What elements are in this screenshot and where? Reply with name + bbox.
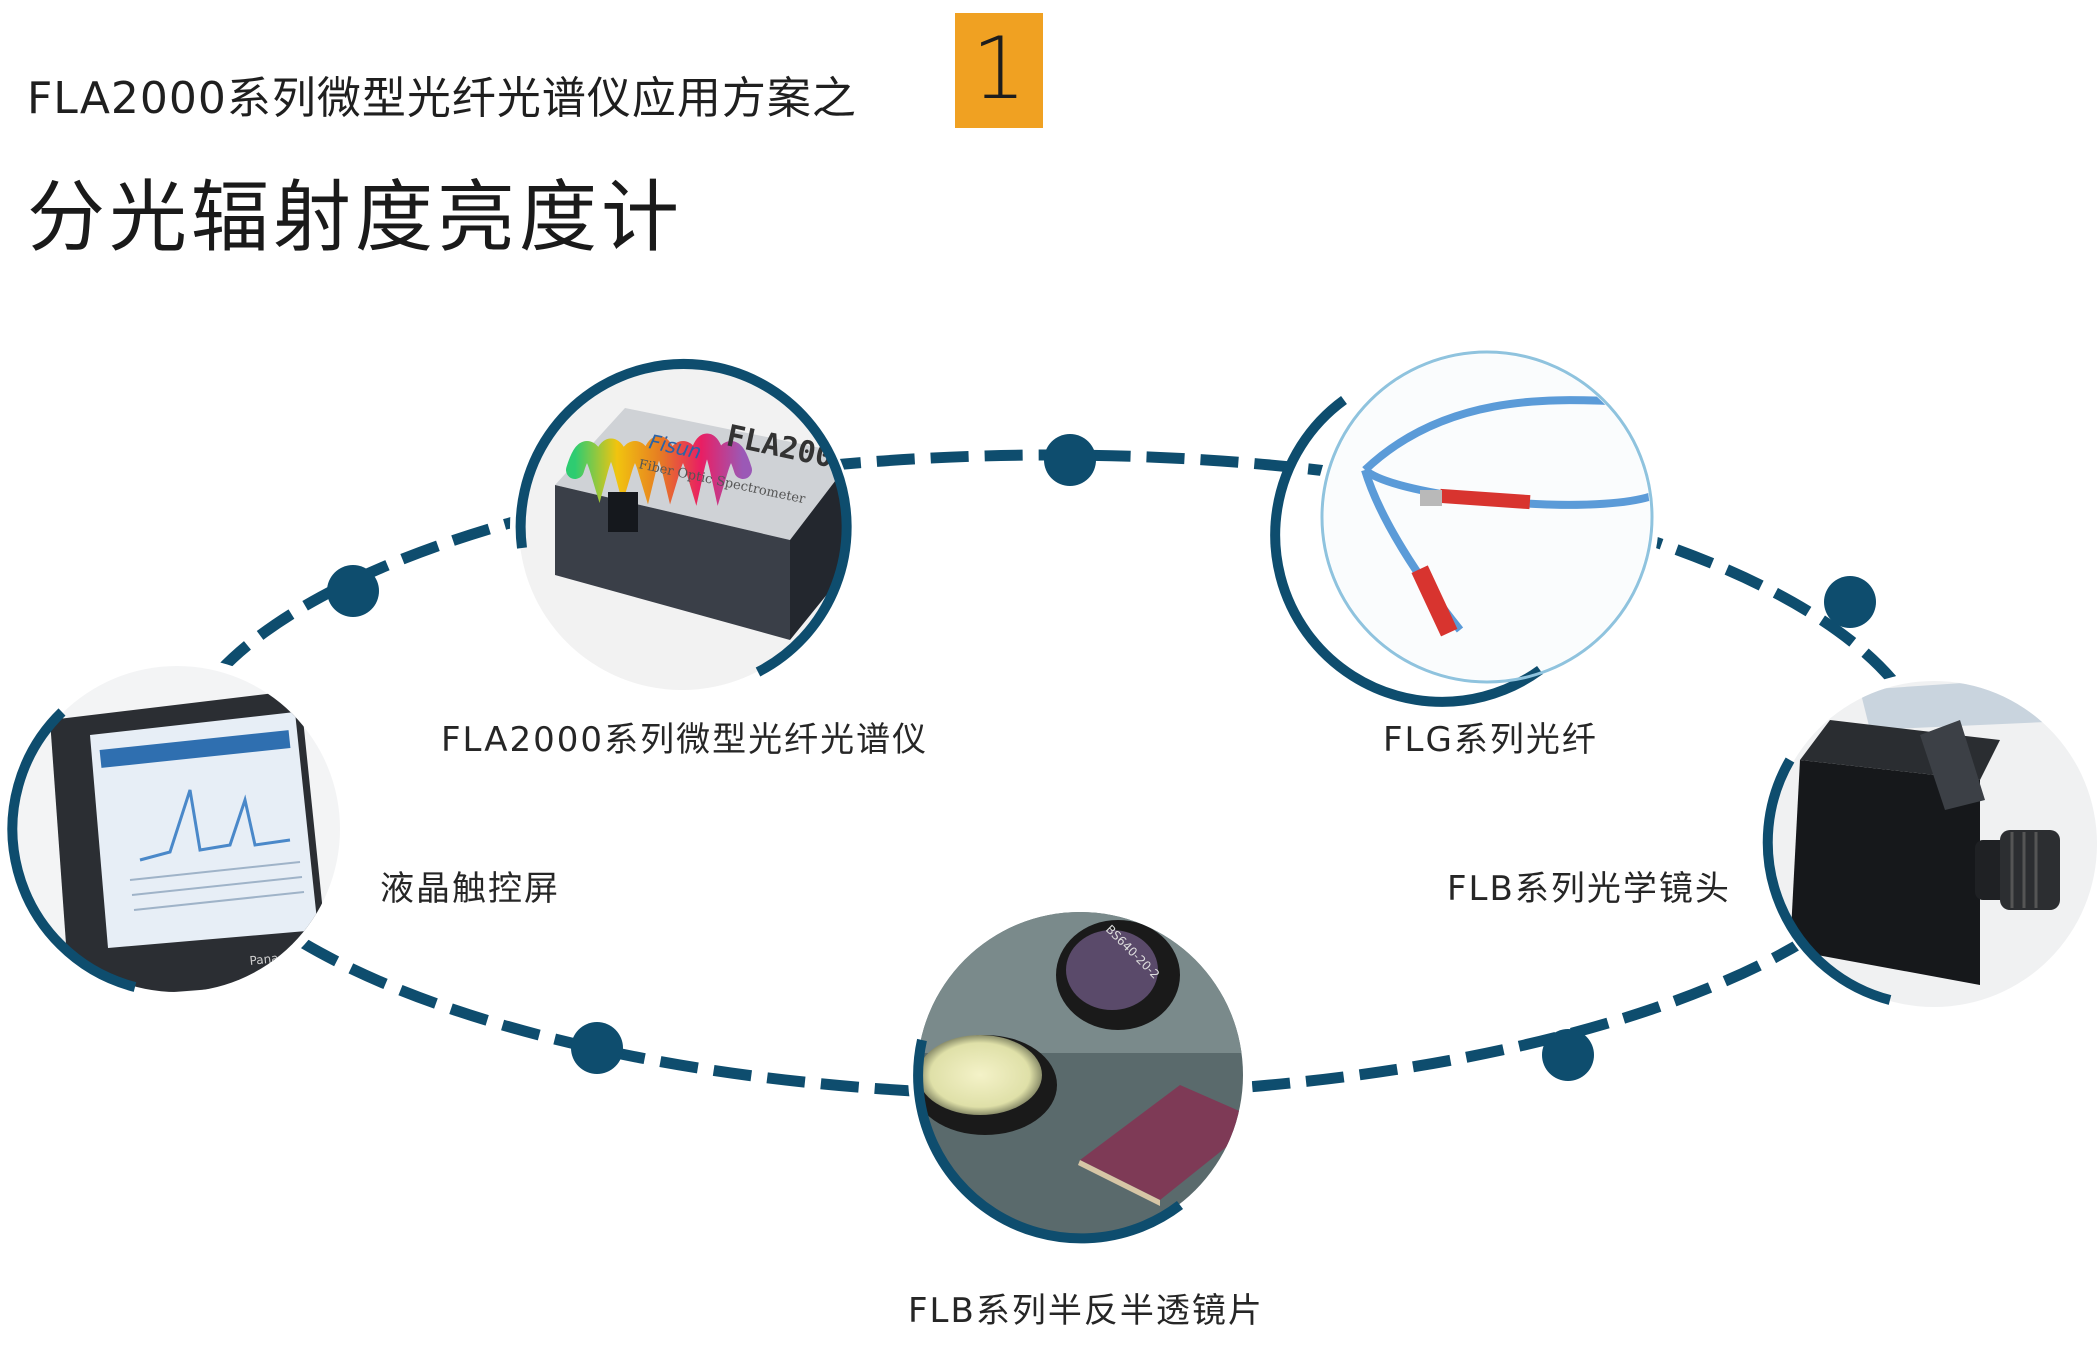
spectrometer-label: FLA2000系列微型光纤光谱仪 xyxy=(441,720,929,760)
lens-node xyxy=(1762,672,2097,1016)
page-title: 分光辐射度亮度计 xyxy=(27,173,684,263)
filter-lens-photo: BS640-20-2 xyxy=(917,912,1243,1238)
touchscreen-photo: Panasonic xyxy=(14,666,340,992)
optical-fiber-photo xyxy=(1324,354,1650,680)
subtitle: FLA2000系列微型光纤光谱仪应用方案之 xyxy=(27,73,857,124)
ring-dot xyxy=(1542,1029,1594,1081)
badge-number: 1 xyxy=(971,19,1027,119)
lcd-node: Panasonic xyxy=(5,657,349,1001)
fiber-label: FLG系列光纤 xyxy=(1383,720,1598,760)
fiber-node xyxy=(1270,345,1659,707)
lens-label: FLB系列光学镜头 xyxy=(1447,869,1731,909)
camera-lens-photo xyxy=(1771,681,2097,1007)
number-badge: 1 xyxy=(955,13,1043,128)
ring-dot xyxy=(1044,434,1096,486)
ring-dot xyxy=(327,565,379,617)
lcd-label: 液晶触控屏 xyxy=(380,869,560,909)
spectrometer-node: Fisun FLA2000 Fiber Optic Spectrometer xyxy=(510,355,854,699)
ring-dot xyxy=(1824,576,1876,628)
ring-dot xyxy=(571,1022,623,1074)
mirror-label: FLB系列半反半透镜片 xyxy=(908,1291,1264,1331)
mirror-node: BS640-20-2 xyxy=(908,903,1252,1247)
spectrometer-photo: Fisun FLA2000 Fiber Optic Spectrometer xyxy=(519,364,845,690)
